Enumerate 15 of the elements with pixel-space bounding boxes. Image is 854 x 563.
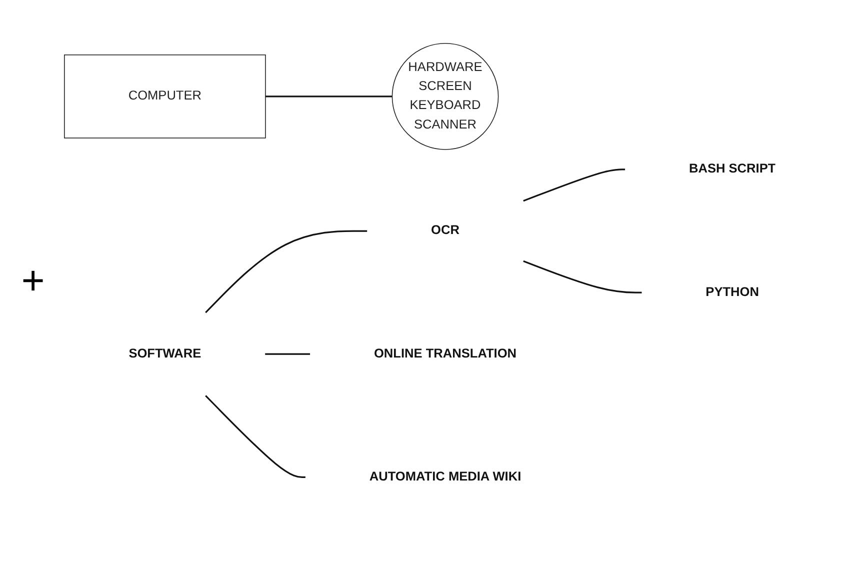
node-text: PYTHON: [706, 286, 759, 300]
connector: [523, 260, 642, 294]
node-box: COMPUTER: [64, 54, 266, 139]
connector: [205, 396, 306, 478]
node-text: ONLINE TRANSLATION: [374, 347, 517, 361]
node-text: SOFTWARE: [128, 347, 202, 361]
connector: [265, 354, 310, 356]
node-text: OCR: [431, 224, 460, 238]
connector: [205, 230, 368, 314]
plus-sign: +: [20, 259, 46, 304]
connector: [523, 169, 626, 202]
connector: [265, 96, 392, 98]
node-text: BASH SCRIPT: [688, 162, 776, 176]
node-text: AUTOMATIC MEDIA WIKI: [369, 470, 522, 484]
node-circle: HARDWARE SCREEN KEYBOARD SCANNER: [392, 43, 499, 150]
